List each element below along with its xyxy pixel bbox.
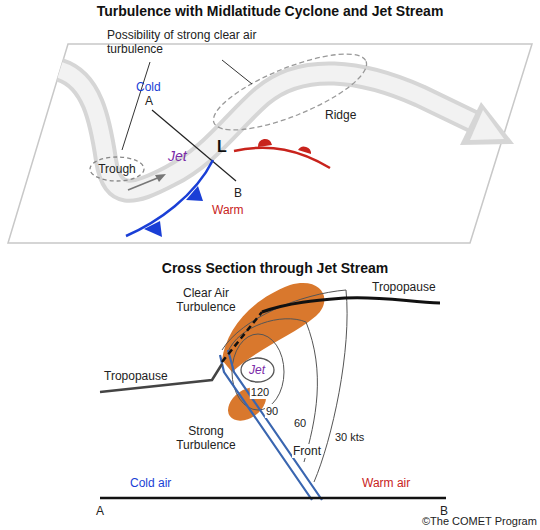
- isotachs: [222, 290, 347, 482]
- node-text: Trough: [98, 162, 136, 176]
- callout-note: Possibility of strong clear air turbulen…: [107, 28, 267, 56]
- section-end-label: A: [96, 504, 104, 518]
- isotach-value: 30 kts: [334, 430, 365, 444]
- air-mass-label: Cold: [136, 80, 161, 94]
- jet-core: Jet: [240, 357, 275, 383]
- zone-label: Clear Air Turbulence: [160, 286, 252, 314]
- zone-label: Strong Turbulence: [166, 424, 246, 452]
- isotach-value: 120: [250, 385, 270, 399]
- watermark: ©The COMET Program: [422, 514, 537, 528]
- turbulence-area: [205, 39, 375, 145]
- section-end-label: A: [145, 94, 153, 108]
- title: Turbulence with Midlatitude Cyclone and …: [97, 4, 444, 18]
- front-label: Front: [292, 444, 322, 458]
- tropopause-label: Tropopause: [104, 369, 168, 383]
- section-end-label: B: [234, 186, 242, 200]
- warm-front: [234, 139, 330, 168]
- air-mass-label: Warm: [212, 203, 244, 217]
- air-mass-label: Warm air: [362, 476, 410, 490]
- ground-line: [100, 497, 446, 500]
- leader-line: [222, 60, 252, 84]
- air-mass-label: Cold air: [130, 476, 171, 490]
- subtitle: Cross Section through Jet Stream: [162, 261, 388, 275]
- jet-label: Jet: [168, 149, 187, 163]
- tropopause-label: Tropopause: [372, 280, 436, 294]
- isotach-value: 60: [293, 416, 307, 430]
- node-text: Jet: [249, 363, 265, 377]
- cold-front: [126, 160, 213, 237]
- tropopause-line: [100, 298, 440, 392]
- low-pressure-symbol: L: [217, 140, 227, 154]
- isotach-value: 90: [265, 404, 279, 418]
- turbulence-zone: [222, 283, 325, 427]
- ridge-label: Ridge: [325, 108, 356, 122]
- jet-arrow: [128, 174, 166, 190]
- front-lines: [220, 350, 322, 500]
- section-line: [152, 110, 236, 181]
- trough-area: Trough: [89, 156, 145, 182]
